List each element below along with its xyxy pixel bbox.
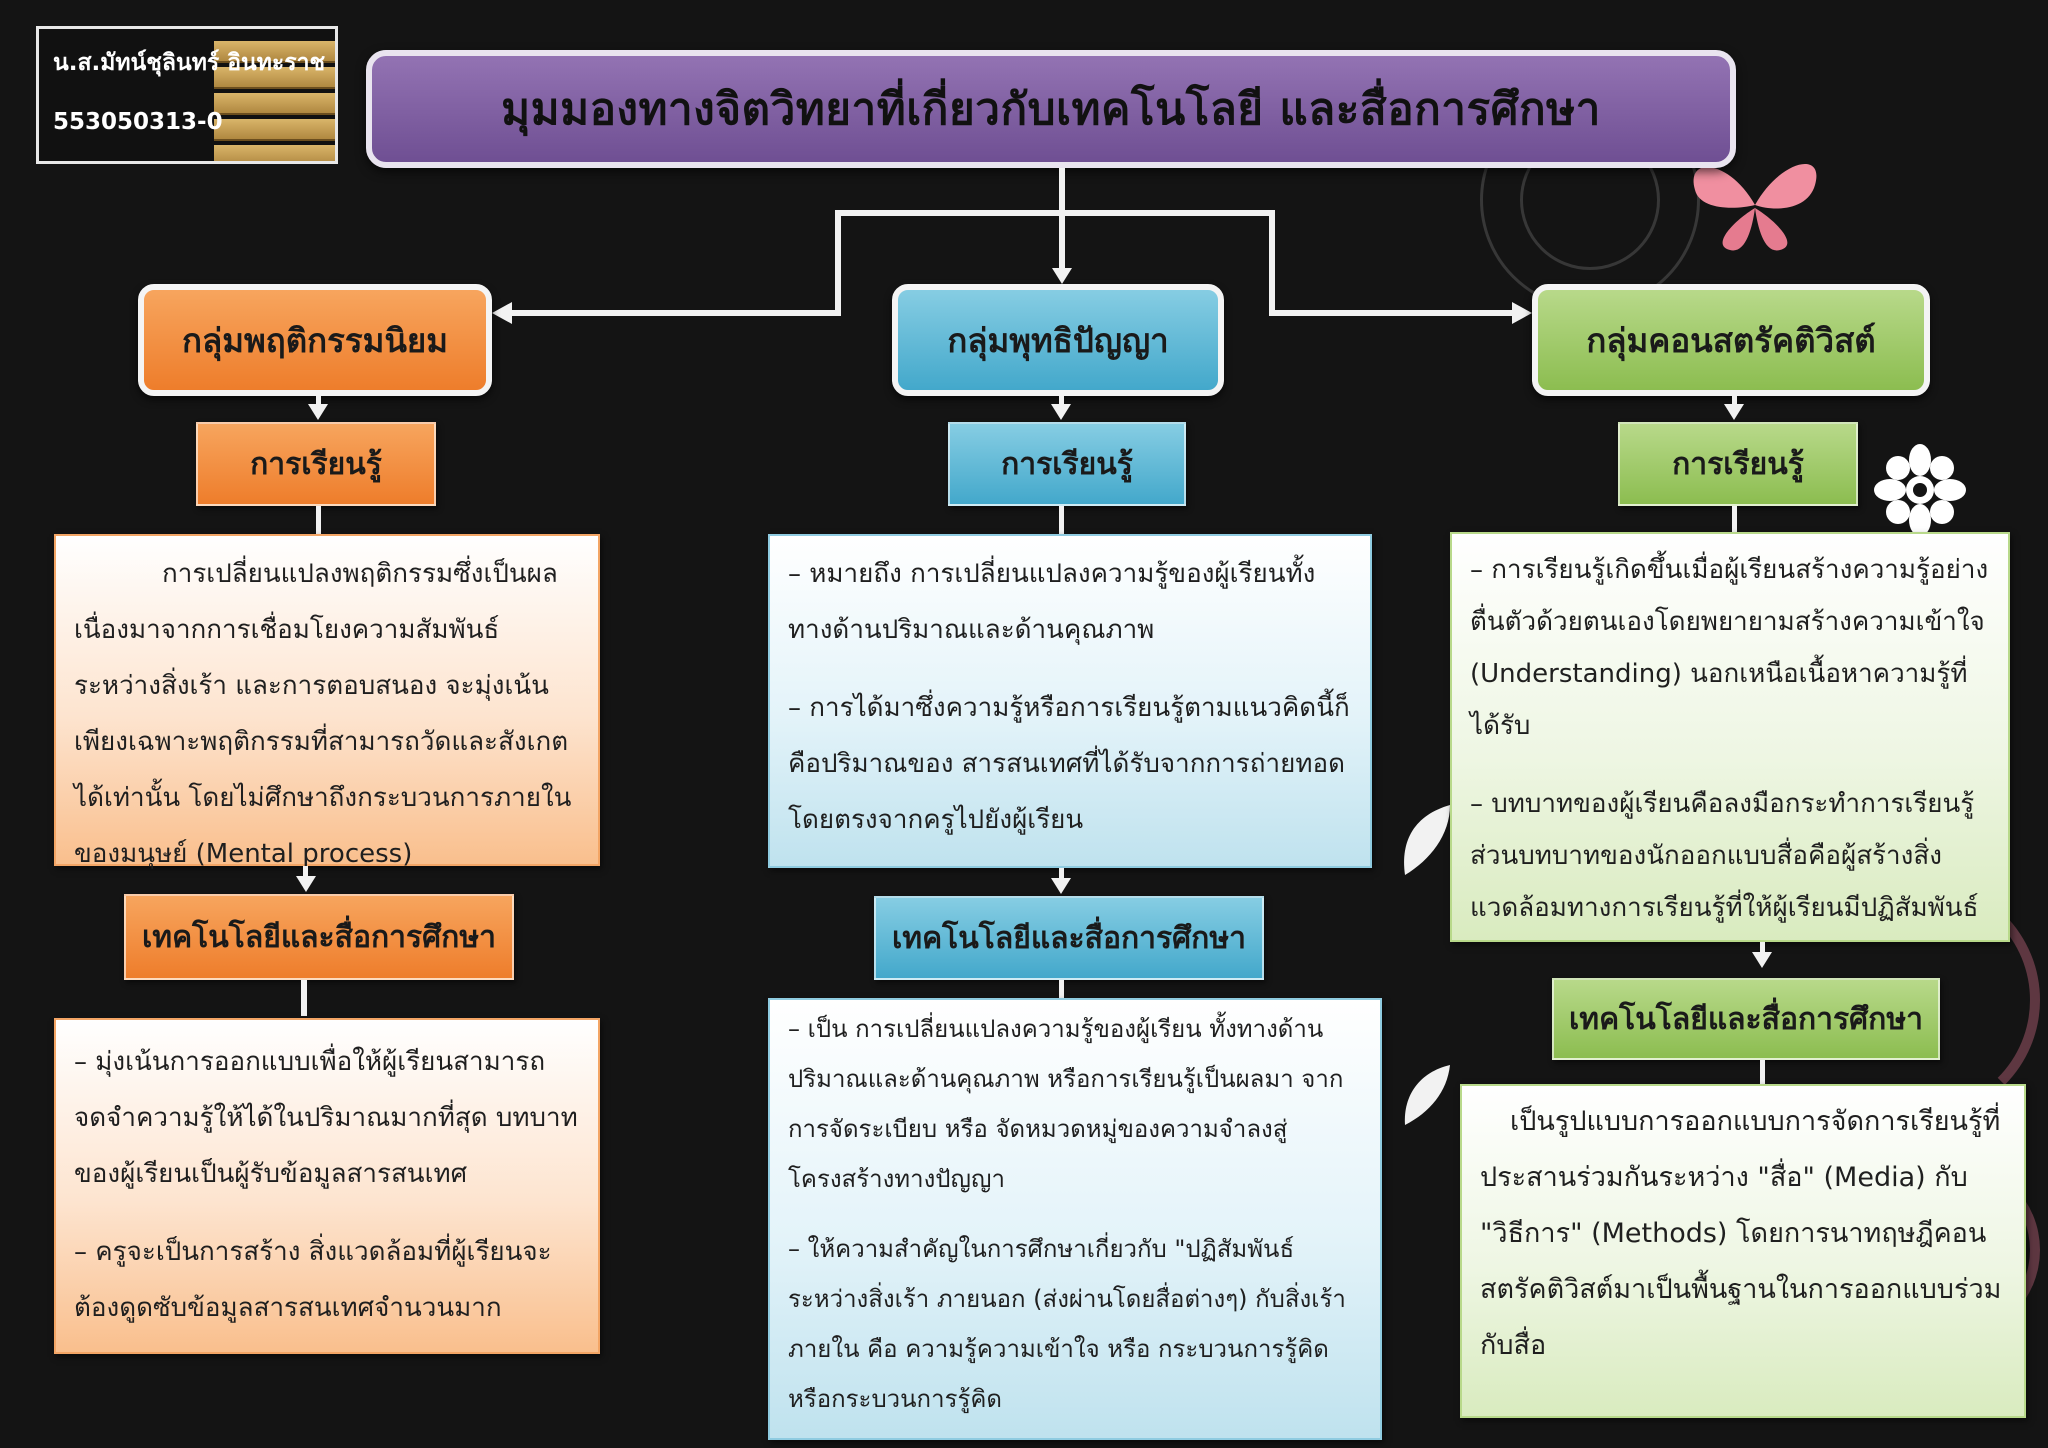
group-behaviorism: กลุ่มพฤติกรรมนิยม (138, 284, 492, 396)
leaf-icon (1395, 1060, 1455, 1130)
connector (1059, 980, 1064, 998)
learning-label-cognitivism: การเรียนรู้ (948, 422, 1186, 506)
group-constructivism: กลุ่มคอนสตรัคติวิสต์ (1532, 284, 1930, 396)
main-title-box: มุมมองทางจิตวิทยาที่เกี่ยวกับเทคโนโลยี แ… (366, 50, 1736, 168)
connector (510, 310, 841, 316)
learning-content-constructivism: – การเรียนรู้เกิดขึ้นเมื่อผู้เรียนสร้างค… (1450, 532, 2010, 942)
tech-text: เป็นรูปแบบการออกแบบการจัดการเรียนรู้ที่ป… (1480, 1094, 2006, 1374)
main-title: มุมมองทางจิตวิทยาที่เกี่ยวกับเทคโนโลยี แ… (501, 74, 1601, 144)
connector (1059, 506, 1064, 534)
arrow (492, 302, 512, 324)
arrow (1724, 404, 1744, 420)
arrow (1052, 268, 1072, 284)
tech-content-cognitivism: – เป็น การเปลี่ยนแปลงความรู้ของผู้เรียน … (768, 998, 1382, 1440)
learning-text: – การเรียนรู้เกิดขึ้นเมื่อผู้เรียนสร้างค… (1470, 544, 1990, 752)
author-name: น.ส.มัทน์ชุลินทร์ อินทะราช (53, 45, 325, 81)
arrow (1752, 952, 1772, 968)
student-id: 553050313-0 (53, 109, 223, 135)
connector (301, 980, 307, 1016)
learning-label-text: การเรียนรู้ (1672, 441, 1804, 488)
tech-label-text: เทคโนโลยีและสื่อการศึกษา (142, 914, 496, 961)
connector (1269, 210, 1275, 314)
tech-label-text: เทคโนโลยีและสื่อการศึกษา (892, 915, 1246, 962)
tech-text: – ครูจะเป็นการสร้าง สิ่งแวดล้อมที่ผู้เรี… (74, 1224, 580, 1336)
arrow (1051, 878, 1071, 894)
learning-label-text: การเรียนรู้ (250, 441, 382, 488)
tech-label-constructivism: เทคโนโลยีและสื่อการศึกษา (1552, 978, 1940, 1060)
learning-text: การเปลี่ยนแปลงพฤติกรรมซึ่งเป็นผลเนื่องมา… (74, 546, 580, 882)
connector (1760, 1060, 1765, 1084)
learning-label-text: การเรียนรู้ (1001, 441, 1133, 488)
connector (316, 506, 321, 534)
connector (1059, 168, 1065, 270)
learning-content-behaviorism: การเปลี่ยนแปลงพฤติกรรมซึ่งเป็นผลเนื่องมา… (54, 534, 600, 866)
tech-text: – มุ่งเน้นการออกแบบเพื่อให้ผู้เรียนสามาร… (74, 1034, 580, 1202)
arrow (1051, 404, 1071, 420)
arrow (308, 404, 328, 420)
tech-label-behaviorism: เทคโนโลยีและสื่อการศึกษา (124, 894, 514, 980)
connector (1269, 310, 1514, 316)
group-cognitivism: กลุ่มพุทธิปัญญา (892, 284, 1224, 396)
arrow (1512, 302, 1532, 324)
arrow (296, 876, 316, 892)
tech-content-behaviorism: – มุ่งเน้นการออกแบบเพื่อให้ผู้เรียนสามาร… (54, 1018, 600, 1354)
learning-label-constructivism: การเรียนรู้ (1618, 422, 1858, 506)
learning-label-behaviorism: การเรียนรู้ (196, 422, 436, 506)
connector (835, 210, 1275, 216)
learning-content-cognitivism: – หมายถึง การเปลี่ยนแปลงความรู้ของผู้เรี… (768, 534, 1372, 868)
leaf-icon (1395, 800, 1455, 880)
tech-label-text: เทคโนโลยีและสื่อการศึกษา (1569, 996, 1923, 1043)
tech-content-constructivism: เป็นรูปแบบการออกแบบการจัดการเรียนรู้ที่ป… (1460, 1084, 2026, 1418)
author-box: น.ส.มัทน์ชุลินทร์ อินทะราช 553050313-0 (36, 26, 338, 164)
group-title: กลุ่มคอนสตรัคติวิสต์ (1586, 314, 1875, 367)
connector (1732, 506, 1737, 532)
learning-text: – หมายถึง การเปลี่ยนแปลงความรู้ของผู้เรี… (788, 546, 1352, 658)
tech-text: – ให้ความสำคัญในการศึกษาเกี่ยวกับ "ปฏิสั… (788, 1224, 1362, 1424)
learning-text: – บทบาทของผู้เรียนคือลงมือกระทำการเรียนร… (1470, 778, 1990, 934)
group-title: กลุ่มพฤติกรรมนิยม (182, 314, 448, 367)
tech-label-cognitivism: เทคโนโลยีและสื่อการศึกษา (874, 896, 1264, 980)
connector (835, 210, 841, 314)
flower-icon (1860, 440, 1980, 540)
group-title: กลุ่มพุทธิปัญญา (947, 314, 1168, 367)
learning-text: – การได้มาซึ่งความรู้หรือการเรียนรู้ตามแ… (788, 680, 1352, 848)
tech-text: – เป็น การเปลี่ยนแปลงความรู้ของผู้เรียน … (788, 1004, 1362, 1204)
